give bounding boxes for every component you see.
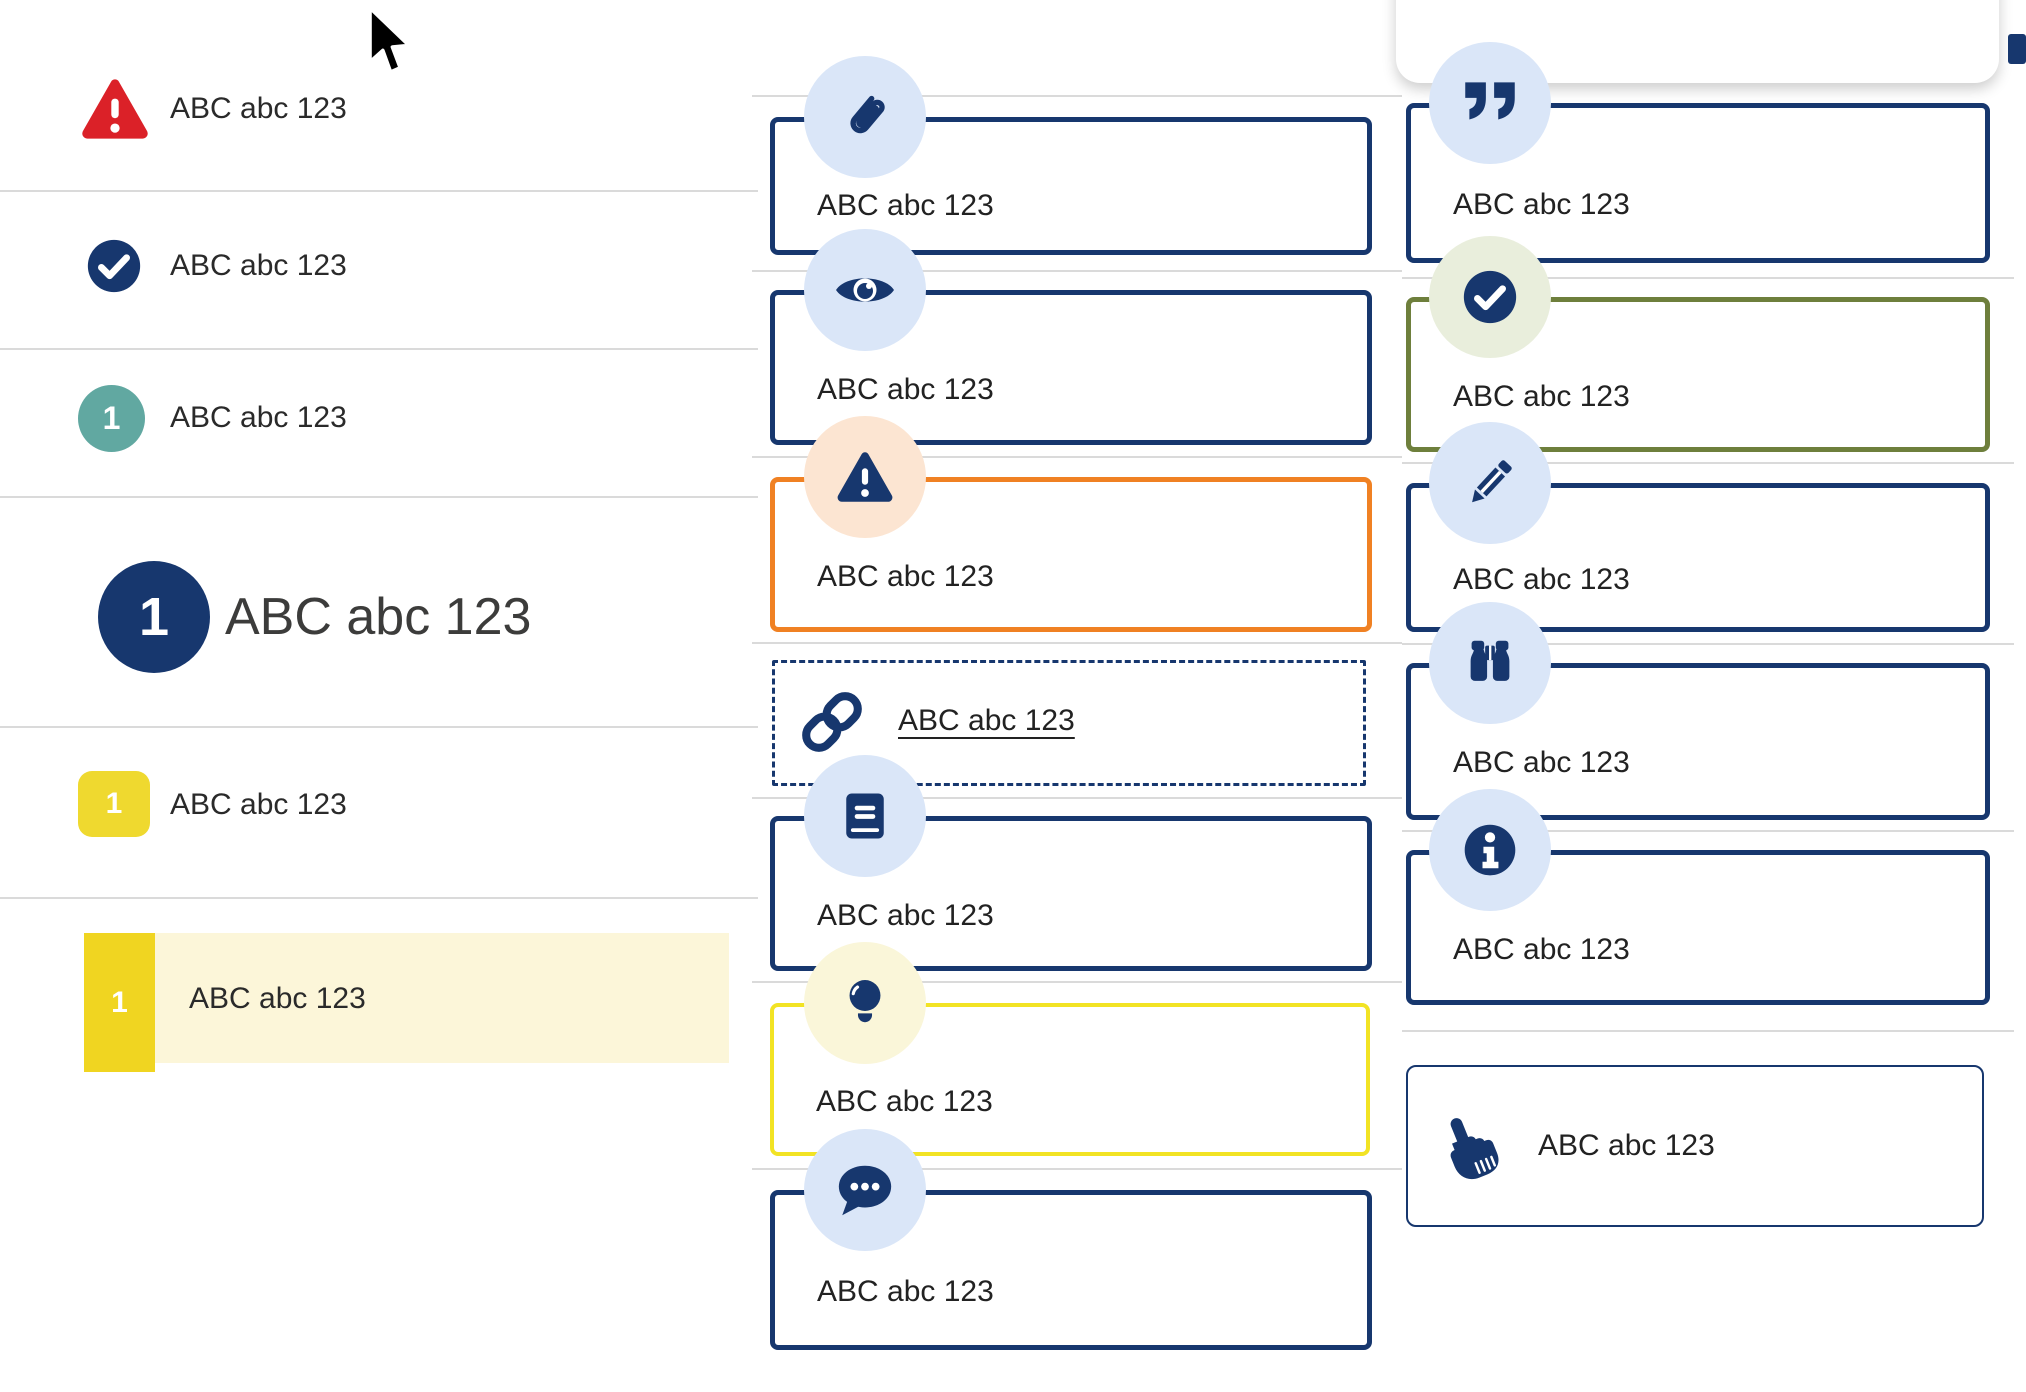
binoculars-icon	[1429, 602, 1551, 724]
check-circle-icon	[1429, 236, 1551, 358]
divider	[752, 456, 1402, 458]
divider	[1402, 277, 2014, 279]
warning-triangle-icon	[804, 416, 926, 538]
callout-label: ABC abc 123	[817, 1275, 994, 1308]
callout-label: ABC abc 123	[1453, 746, 1630, 779]
chat-icon	[804, 1129, 926, 1251]
divider	[1402, 643, 2014, 645]
divider	[752, 797, 1402, 799]
number-tab-yellow: 1	[84, 933, 155, 1072]
link-text[interactable]: ABC abc 123	[898, 704, 1075, 737]
book-icon	[804, 755, 926, 877]
divider	[752, 1168, 1402, 1170]
divider	[752, 95, 1402, 97]
callout-box-warning[interactable]: ABC abc 123	[770, 477, 1372, 632]
callout-label: ABC abc 123	[817, 189, 994, 222]
divider	[752, 642, 1402, 644]
paperclip-icon	[804, 56, 926, 178]
check-circle-icon	[83, 235, 145, 297]
info-icon	[1429, 789, 1551, 911]
callout-box-action[interactable]: ABC abc 123	[1406, 1065, 1984, 1227]
callout-label: ABC abc 123	[817, 560, 994, 593]
lightbulb-icon	[804, 942, 926, 1064]
divider	[0, 190, 758, 192]
number-badge-teal: 1	[78, 385, 145, 452]
callout-label: ABC abc 123	[1453, 380, 1630, 413]
divider	[752, 270, 1402, 272]
eye-icon	[804, 229, 926, 351]
partial-element	[2008, 34, 2026, 64]
divider	[1402, 462, 2014, 464]
divider	[1402, 1030, 2014, 1032]
callout-label: ABC abc 123	[1538, 1129, 1715, 1162]
callout-label: ABC abc 123	[817, 899, 994, 932]
divider	[0, 496, 758, 498]
divider	[1402, 830, 2014, 832]
callout-label: ABC abc 123	[816, 1085, 993, 1118]
list-item-label: ABC abc 123	[170, 249, 347, 282]
link-icon	[795, 685, 869, 759]
callout-label: ABC abc 123	[1453, 563, 1630, 596]
divider	[0, 348, 758, 350]
warning-triangle-icon	[78, 72, 152, 146]
highlighted-row-background[interactable]	[155, 933, 729, 1063]
divider	[0, 726, 758, 728]
section-heading: ABC abc 123	[225, 588, 532, 646]
number-badge-yellow: 1	[78, 771, 150, 837]
callout-label: ABC abc 123	[1453, 188, 1630, 221]
divider	[0, 897, 758, 899]
hand-pointer-icon	[1438, 1111, 1510, 1183]
list-item-label: ABC abc 123	[170, 788, 347, 821]
quote-icon	[1429, 42, 1551, 164]
divider	[752, 981, 1402, 983]
list-item-label: ABC abc 123	[189, 982, 366, 1015]
pencil-icon	[1429, 422, 1551, 544]
mouse-pointer-icon	[366, 6, 414, 80]
callout-label: ABC abc 123	[1453, 933, 1630, 966]
list-item-label: ABC abc 123	[170, 401, 347, 434]
callout-label: ABC abc 123	[817, 373, 994, 406]
list-item-label: ABC abc 123	[170, 92, 347, 125]
number-badge-navy-large: 1	[98, 561, 210, 673]
